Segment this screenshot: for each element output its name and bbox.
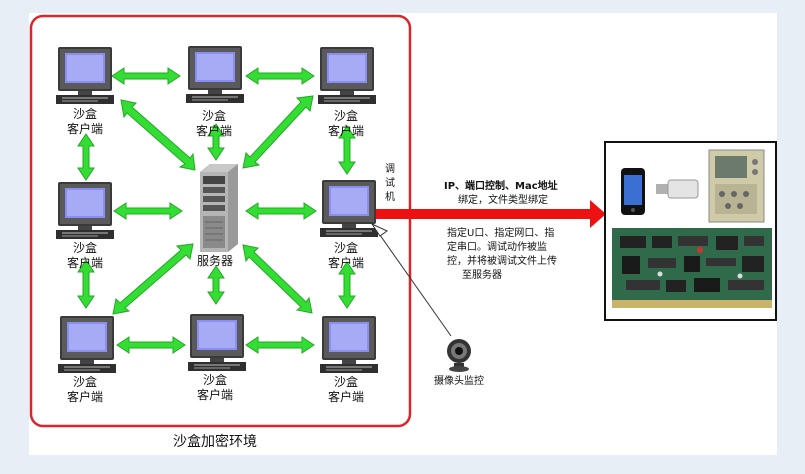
annotation-line-3: 指定U口、指定网口、指 xyxy=(447,226,554,239)
client-label-l1: 沙盒 xyxy=(334,108,358,123)
client-label-l2: 客户端 xyxy=(328,123,364,138)
red-arrow xyxy=(376,200,606,228)
connection-arrows xyxy=(77,67,356,354)
arrow-diag-br xyxy=(242,244,313,314)
client-label-l2: 客户端 xyxy=(196,123,232,138)
arrow-diag-tl xyxy=(120,99,196,171)
arrow-bot-left xyxy=(116,336,186,354)
oscilloscope-icon xyxy=(708,149,765,223)
device-panel xyxy=(604,141,777,321)
client-computer-top-right xyxy=(318,47,376,104)
debug-label-char-2: 试 xyxy=(385,176,395,189)
client-label-l2: 客户端 xyxy=(67,389,103,404)
server-label: 服务器 xyxy=(197,253,233,268)
circuit-board-icon xyxy=(612,228,772,308)
camera-pointer-arrow xyxy=(370,222,452,337)
arrow-mid-right xyxy=(245,202,317,220)
client-label-l2: 客户端 xyxy=(67,255,103,270)
client-label-l1: 沙盒 xyxy=(334,240,358,255)
debug-label-char-3: 机 xyxy=(385,190,395,203)
arrow-center-top xyxy=(207,123,225,161)
client-label-l1: 沙盒 xyxy=(73,374,97,389)
arrow-top-right xyxy=(245,67,315,85)
arrow-left-upper xyxy=(77,133,95,181)
annotation-line-1: IP、端口控制、Mac地址 xyxy=(444,179,558,192)
arrow-mid-left xyxy=(113,202,183,220)
arrow-right-lower xyxy=(338,261,356,309)
camera-icon xyxy=(447,339,471,372)
arrow-center-bottom xyxy=(207,265,225,305)
arrow-bot-right xyxy=(245,336,315,354)
client-label-l2: 客户端 xyxy=(67,121,103,136)
server-icon xyxy=(199,163,239,253)
client-label-l2: 客户端 xyxy=(328,389,364,404)
annotation-line-4: 定串口。调试动作被监 xyxy=(447,240,547,253)
arrow-right-upper xyxy=(338,125,356,175)
annotation-line-6: 至服务器 xyxy=(462,268,502,281)
arrow-left-lower xyxy=(77,259,95,309)
client-computer-mid-left xyxy=(56,182,114,239)
client-label-l1: 沙盒 xyxy=(73,106,97,121)
debug-computer xyxy=(320,180,378,237)
client-computer-top-center xyxy=(186,46,244,103)
camera-label: 摄像头监控 xyxy=(434,374,484,387)
client-label-l1: 沙盒 xyxy=(73,240,97,255)
usb-drive-icon xyxy=(656,179,699,199)
client-label-l1: 沙盒 xyxy=(202,108,226,123)
client-computer-bot-right xyxy=(320,316,378,373)
client-label-l2: 客户端 xyxy=(197,387,233,402)
annotation-line-2: 绑定，文件类型绑定 xyxy=(458,193,548,206)
phone-icon xyxy=(621,168,645,215)
sandbox-frame xyxy=(29,14,412,428)
annotation-line-5: 控，并将被调试文件上传 xyxy=(447,254,557,267)
client-label-l1: 沙盒 xyxy=(203,372,227,387)
client-computer-bot-left xyxy=(58,316,116,373)
client-computer-bot-center xyxy=(188,314,246,371)
arrow-diag-tr xyxy=(242,95,314,169)
debug-label-char-1: 调 xyxy=(385,163,395,175)
client-label-l2: 客户端 xyxy=(328,255,364,270)
client-computer-top-left xyxy=(56,47,114,104)
arrow-diag-bl xyxy=(112,243,194,315)
sandbox-title: 沙盒加密环境 xyxy=(173,433,257,450)
arrow-top-left xyxy=(111,67,181,85)
client-label-l1: 沙盒 xyxy=(334,374,358,389)
